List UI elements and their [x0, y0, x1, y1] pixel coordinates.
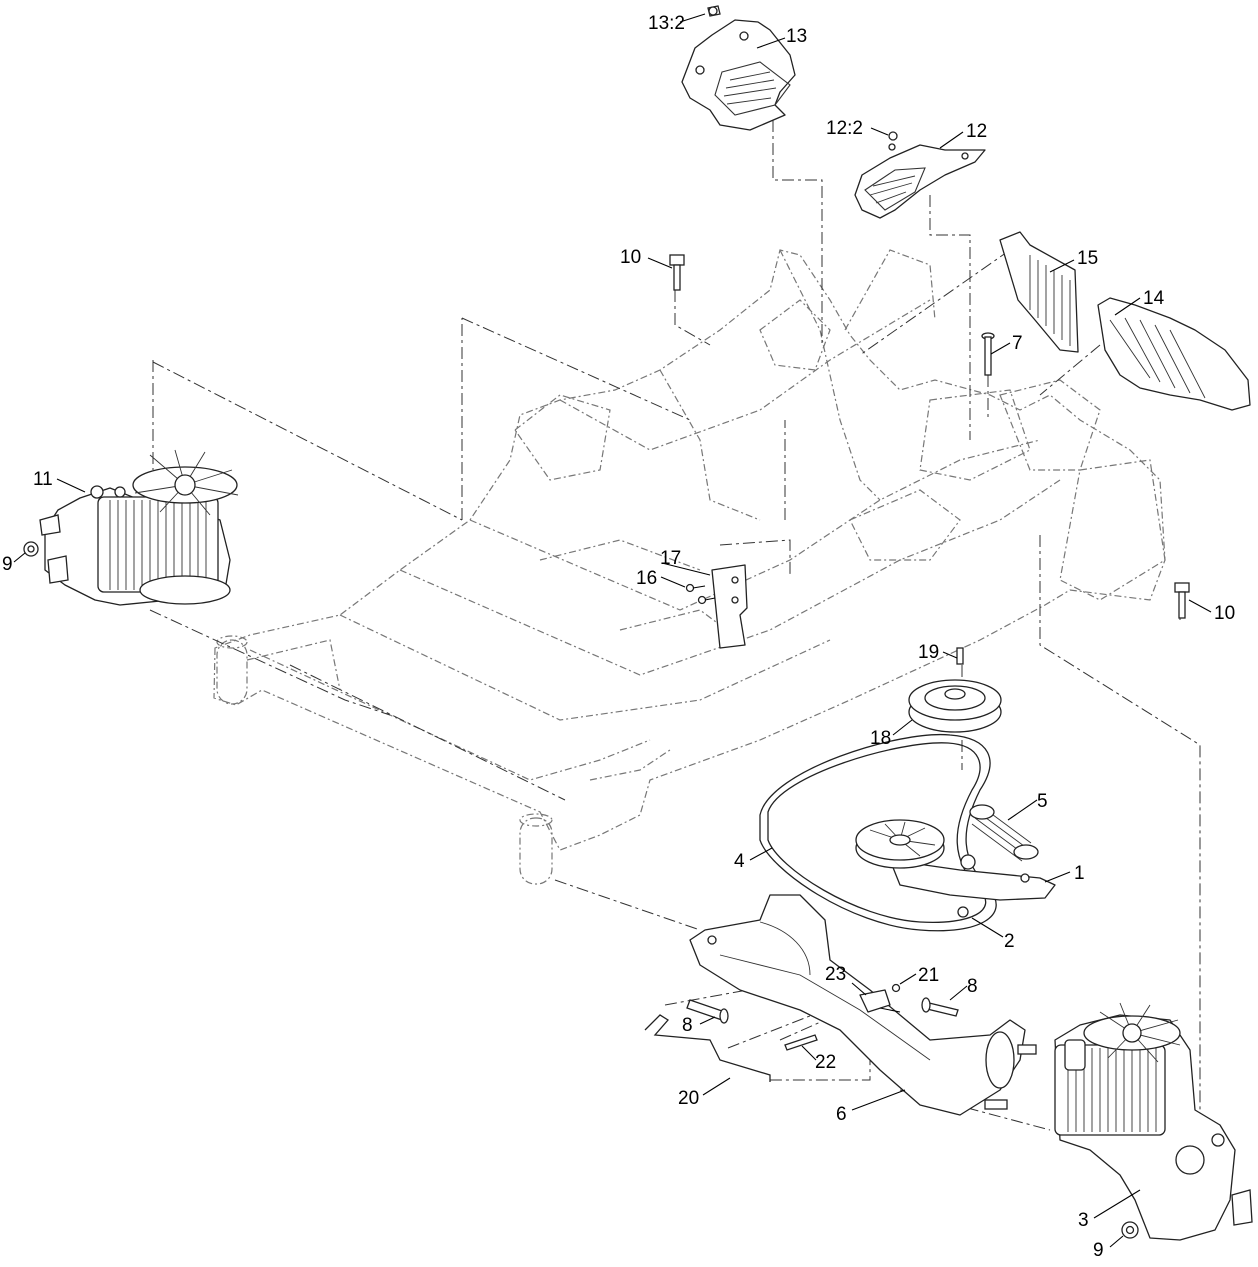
part-22-pin — [784, 1034, 818, 1051]
callout-18: 18 — [870, 728, 891, 749]
part-16-screw — [685, 583, 716, 605]
part-8-pin-left — [686, 999, 729, 1024]
part-13-2-clip — [708, 6, 718, 16]
part-20-rod — [644, 1014, 771, 1082]
assembly-lines — [149, 120, 1201, 1131]
part-15-guard — [999, 231, 1079, 353]
callout-14: 14 — [1143, 288, 1165, 309]
callout-4: 4 — [734, 851, 745, 872]
callout-12: 12 — [966, 121, 987, 142]
callout-10-left: 10 — [620, 247, 641, 268]
callout-23: 23 — [825, 964, 846, 985]
part-8-pin-right — [921, 997, 959, 1017]
part-6-bracket — [689, 894, 1037, 1116]
part-17-plate — [711, 564, 748, 649]
leader-lines — [13, 13, 1212, 1248]
part-19-key — [956, 647, 964, 665]
part-5-spring — [969, 804, 1039, 862]
callout-11: 11 — [33, 469, 53, 490]
part-21-pin — [891, 983, 901, 993]
part-12-2-clip — [888, 131, 898, 141]
callout-7: 7 — [1012, 333, 1023, 354]
callout-22: 22 — [815, 1052, 836, 1073]
part-11-transmission — [39, 449, 239, 606]
callout-21: 21 — [918, 965, 939, 986]
callout-1: 1 — [1074, 863, 1085, 884]
callout-8-left: 8 — [682, 1015, 693, 1036]
part-9-nut-left — [23, 541, 39, 557]
callout-9-left: 9 — [2, 554, 13, 575]
part-23-clip — [859, 989, 901, 1013]
part-13-guard — [681, 5, 796, 131]
part-10-bolt-right — [1174, 582, 1190, 619]
callout-9-right: 9 — [1093, 1240, 1104, 1261]
callout-12-2: 12:2 — [826, 118, 863, 139]
callout-15: 15 — [1077, 248, 1098, 269]
callout-13: 13 — [786, 26, 807, 47]
part-7-bolt — [981, 332, 995, 376]
callout-16: 16 — [636, 568, 657, 589]
part-4-belt — [759, 733, 997, 932]
callout-10-right: 10 — [1214, 603, 1235, 624]
part-9-nut-right — [1121, 1221, 1139, 1239]
callout-3: 3 — [1078, 1210, 1089, 1231]
part-10-bolt-left — [669, 254, 685, 291]
part-3-transmission — [1054, 1002, 1253, 1241]
callout-8-right: 8 — [967, 976, 978, 997]
part-12-guard — [854, 143, 986, 219]
callout-20: 20 — [678, 1088, 699, 1109]
callout-19: 19 — [918, 642, 939, 663]
part-18-pulley — [908, 679, 1002, 733]
main-frame — [213, 249, 1166, 885]
part-14-guard — [1097, 297, 1251, 411]
callout-6: 6 — [836, 1104, 847, 1125]
callout-13-2: 13:2 — [648, 13, 685, 34]
callout-17: 17 — [660, 548, 681, 569]
callout-2: 2 — [1004, 931, 1015, 952]
callout-5: 5 — [1037, 791, 1048, 812]
callout-labels: 13:2 13 12:2 12 10 15 14 7 11 9 10 17 16… — [2, 13, 1235, 1261]
part-1-idler-assembly — [855, 819, 1056, 918]
